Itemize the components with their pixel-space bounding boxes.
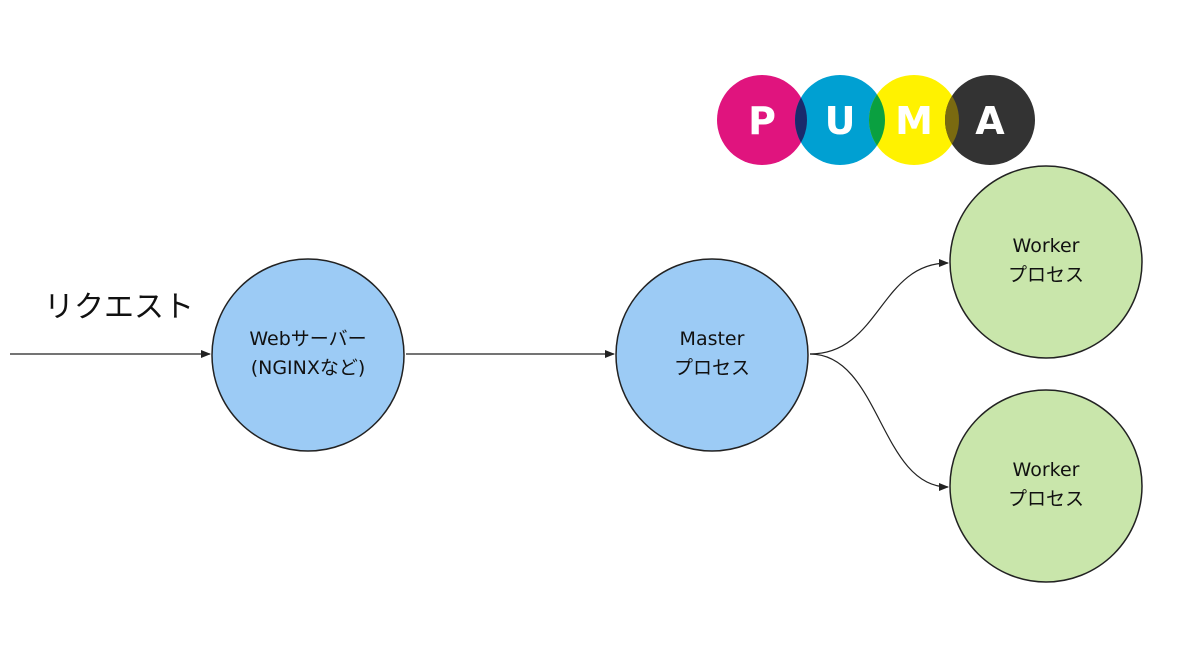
worker-process-label-line2: プロセス: [1008, 264, 1084, 286]
web-server-circle: [211, 258, 405, 452]
request-label: リクエスト: [44, 290, 194, 325]
worker-process-circle-1: [949, 165, 1143, 359]
web-server-label-line2: (NGINXなど): [251, 357, 366, 379]
master-process-node: Master プロセス: [615, 258, 809, 452]
worker-process-node-1: Worker プロセス: [949, 165, 1143, 359]
worker-process-label-line1: Worker: [1013, 459, 1080, 481]
worker-process-label-line1: Worker: [1013, 235, 1080, 257]
puma-logo: P U M A: [717, 75, 1035, 165]
logo-circle-u: [795, 75, 885, 165]
logo-letter-a: A: [975, 99, 1005, 143]
worker-process-label-line2: プロセス: [1008, 488, 1084, 510]
worker-process-node-2: Worker プロセス: [949, 389, 1143, 583]
master-process-label-line1: Master: [680, 328, 745, 350]
master-process-label-line2: プロセス: [674, 357, 750, 379]
logo-letter-p: P: [748, 99, 776, 143]
logo-circle-m: [869, 75, 959, 165]
logo-circle-p: [717, 75, 807, 165]
master-to-worker2-arrow: [809, 353, 949, 491]
logo-letter-m: M: [895, 99, 933, 143]
web-server-label-line1: Webサーバー: [249, 328, 366, 350]
master-to-worker1-arrow: [809, 259, 949, 355]
master-process-circle: [615, 258, 809, 452]
logo-circle-a: [945, 75, 1035, 165]
worker-process-circle-2: [949, 389, 1143, 583]
web-server-node: Webサーバー (NGINXなど): [211, 258, 405, 452]
logo-letter-u: U: [825, 99, 856, 143]
